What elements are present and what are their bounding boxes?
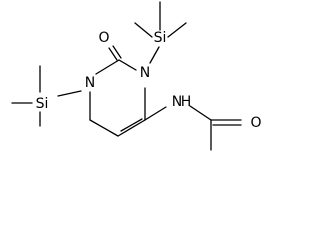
- atom-n3: N: [140, 65, 150, 81]
- bond-n1-si-left: [57, 90, 82, 97]
- bond-n3-c2: [118, 59, 137, 71]
- atom-si-top: Si: [154, 30, 167, 46]
- atom-o-amide: O: [250, 115, 261, 131]
- atom-labels: Si Si N N O N H O: [36, 30, 262, 131]
- atom-n1: N: [85, 75, 95, 91]
- bond-c4-nh: [144, 106, 167, 121]
- bond-c5-c4-inner: [120, 118, 143, 132]
- atom-n-amide: N: [172, 94, 182, 110]
- atom-o-carbonyl: O: [98, 30, 109, 46]
- atom-h-amide: H: [181, 94, 192, 110]
- bond-c5-c4: [117, 119, 146, 137]
- bond-c2-n1: [95, 59, 120, 75]
- bond-c6-c5: [89, 119, 119, 137]
- bond-nh-carbonyl: [189, 105, 212, 121]
- bond-si-top-methyl-left: [134, 22, 153, 38]
- atom-si-left: Si: [36, 96, 49, 112]
- bonds: [11, 1, 242, 151]
- bond-c2-o-second: [112, 45, 122, 59]
- bond-c2-o: [108, 47, 118, 61]
- bond-si-top-methyl-right: [167, 22, 187, 38]
- bond-si-top-n3: [149, 46, 160, 64]
- structure-diagram: Si Si N N O N H O: [11, 1, 262, 151]
